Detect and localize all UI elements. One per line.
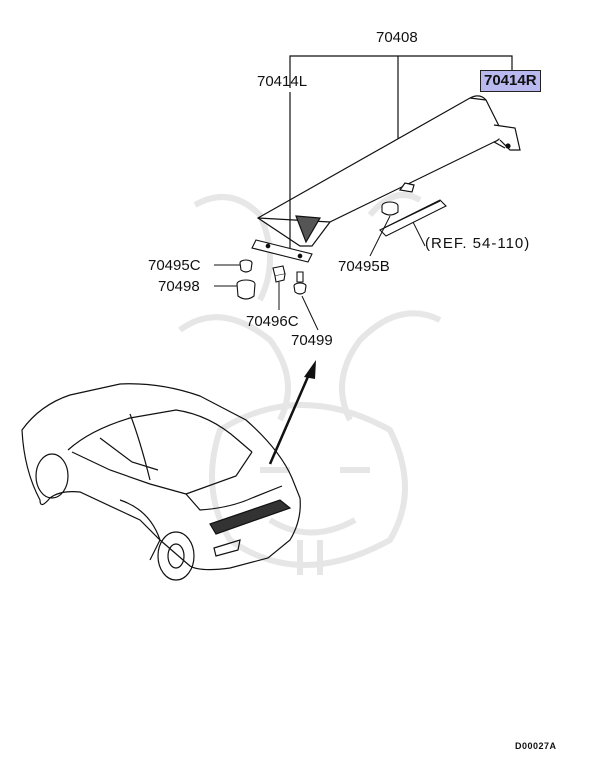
clip-70495C (239, 259, 253, 273)
watermark-emblem (178, 192, 442, 575)
location-arrow (268, 360, 316, 465)
nut-70496C (272, 265, 286, 283)
label-70496C: 70496C (246, 313, 299, 330)
label-70408: 70408 (376, 29, 418, 46)
label-ref: (REF. 54-110) (425, 235, 531, 252)
leader-70495B (369, 215, 391, 257)
screw-70499 (293, 271, 307, 295)
label-70498: 70498 (158, 278, 200, 295)
label-70499: 70499 (291, 332, 333, 349)
label-70414L: 70414L (257, 73, 308, 90)
ref-strip (379, 199, 447, 237)
clip-70495B (381, 201, 399, 216)
label-70414R-highlighted[interactable]: 70414R (480, 70, 541, 92)
car-illustration (21, 383, 301, 581)
rear-spoiler (256, 95, 521, 247)
leader-ref (412, 221, 426, 247)
grommet-70498 (236, 279, 256, 300)
label-70495C: 70495C (148, 257, 201, 274)
leader-70499 (301, 295, 319, 331)
label-70495B: 70495B (338, 258, 390, 275)
diagram-code: D00027A (515, 741, 557, 751)
leader-70408 (289, 55, 513, 150)
spoiler-pad-left (251, 239, 313, 263)
